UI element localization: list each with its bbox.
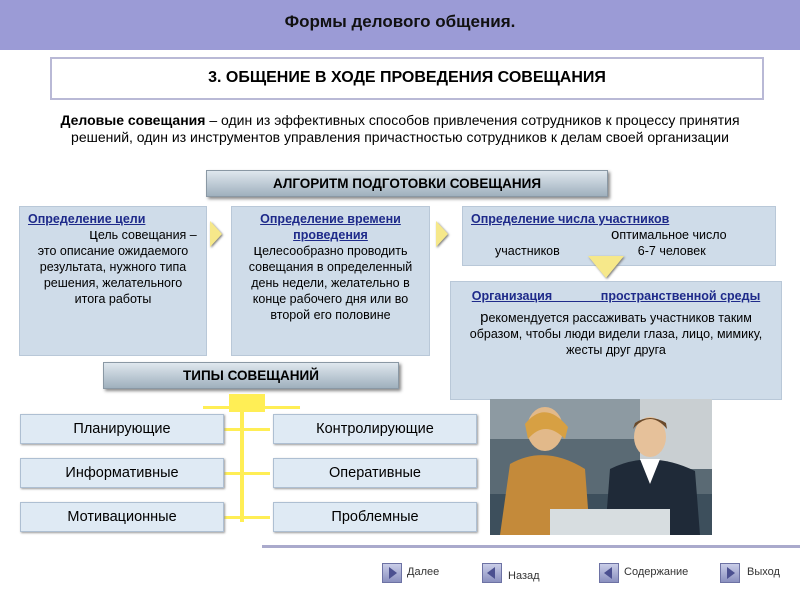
card-goal: Определение цели цель совещания – это оп… [19,206,207,356]
type-planning: Планирующие [20,414,224,444]
type-controlling: Контролирующие [273,414,477,444]
card-time-body: целесообразно проводить совещания в опре… [248,242,413,323]
connector-line [240,412,244,522]
card-goal-heading: Определение цели [28,212,146,226]
contents-icon[interactable] [599,563,619,583]
contents-link[interactable]: Содержание [624,566,689,578]
type-operative: Оперативные [273,458,477,488]
card-time: Определение времени проведения целесообр… [231,206,430,356]
connector-line [203,406,300,409]
intro-text: Деловые совещания – один из эффективных … [40,112,760,146]
card-participants-heading: Определение числа участников [471,212,670,226]
title-bar [0,0,800,50]
slide-title: Формы делового общения. [284,12,516,31]
intro-body: – один из эффективных способов привлечен… [71,112,740,145]
arrow-right-icon [210,221,222,247]
connector-line [224,516,270,519]
meeting-photo [490,399,712,535]
next-link[interactable]: Далее [407,566,440,578]
type-informative: Информативные [20,458,224,488]
card-participants-body: оптимальное число [611,226,727,243]
card-time-heading: Определение времени проведения [260,212,401,242]
card-environment: Организация пространственной среды реком… [450,281,782,400]
connector-block [229,394,265,412]
type-problem: Проблемные [273,502,477,532]
card-environment-body: рекомендуется рассаживать участников так… [469,309,763,358]
type-motivational: Мотивационные [20,502,224,532]
back-icon[interactable] [482,563,502,583]
exit-icon[interactable] [720,563,740,583]
arrow-right-icon [436,221,448,247]
card-environment-heading: Организация пространственной среды [471,289,761,303]
arrow-down-icon [588,256,624,278]
intro-term: Деловые совещания [60,112,206,128]
footer-divider [262,545,800,548]
types-banner: ТИПЫ СОВЕЩАНИЙ [103,362,399,389]
section-frame [50,57,764,100]
back-link[interactable]: Назад [508,570,540,582]
connector-line [224,472,270,475]
connector-line [224,428,270,431]
exit-link[interactable]: Выход [747,566,780,578]
card-goal-body: цель совещания – это описание ожидаемого… [37,226,197,307]
section-title: 3. ОБЩЕНИЕ В ХОДЕ ПРОВЕДЕНИЯ СОВЕЩАНИЯ [208,69,606,86]
next-icon[interactable] [382,563,402,583]
algorithm-banner: АЛГОРИТМ ПОДГОТОВКИ СОВЕЩАНИЯ [206,170,608,197]
